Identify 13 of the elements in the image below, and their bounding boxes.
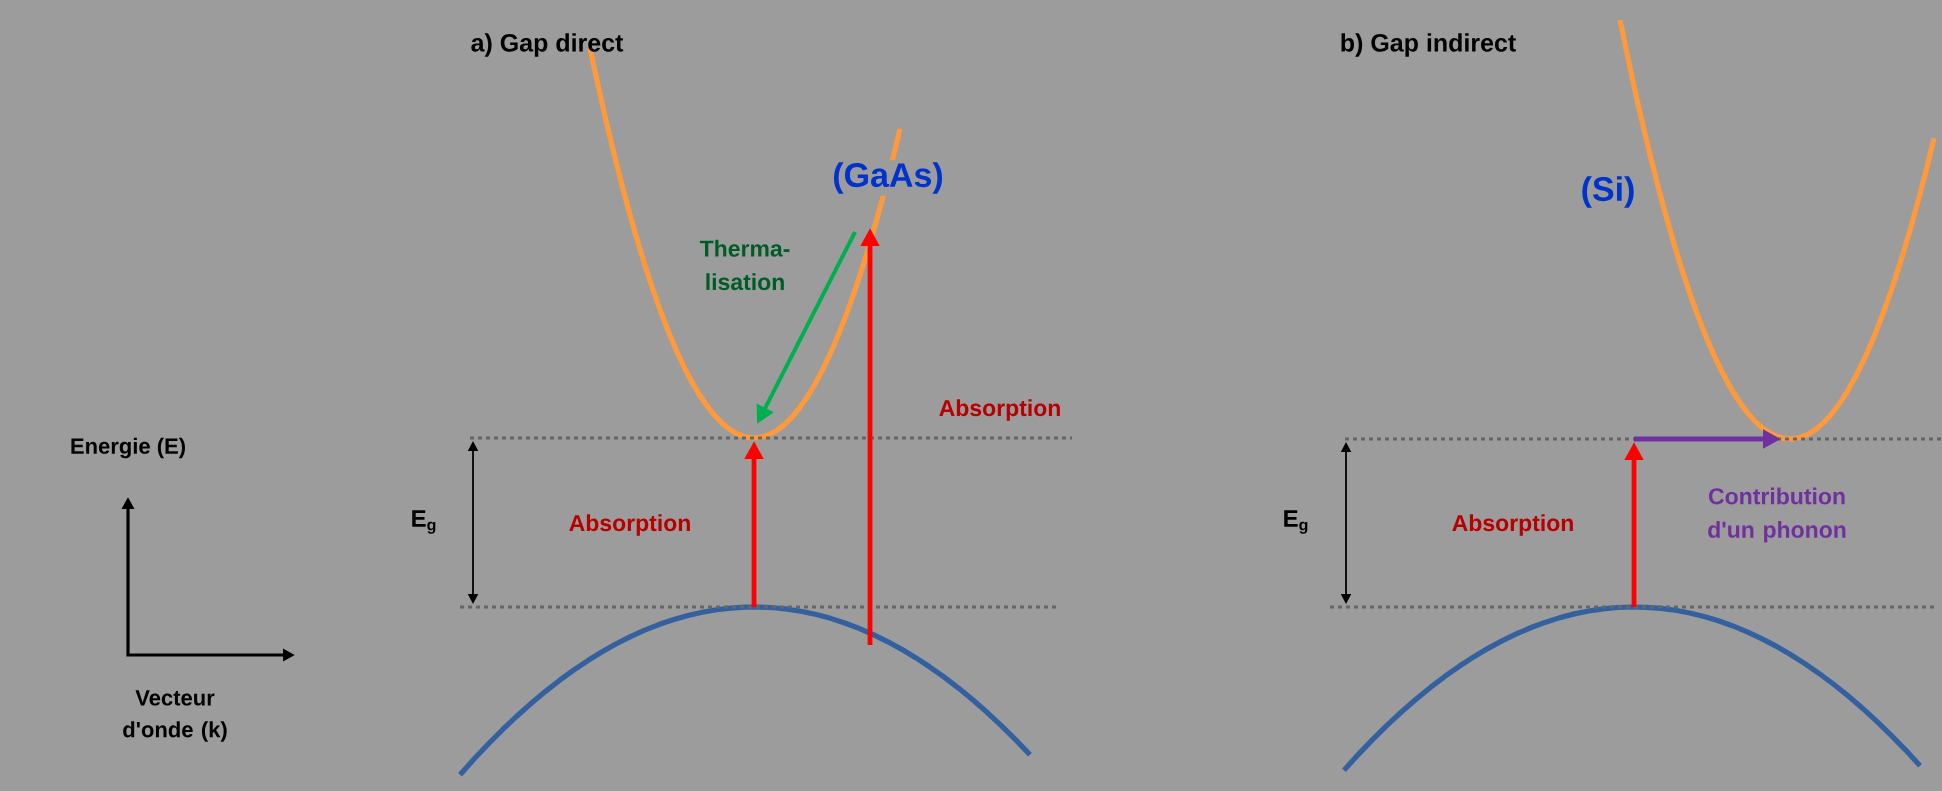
material-label: (Si) bbox=[1582, 176, 1634, 208]
process-label: Therma- lisation bbox=[699, 239, 790, 291]
process-label: Contribution d'un phonon bbox=[1708, 487, 1846, 543]
gap-label: E$_{g}$ bbox=[412, 510, 436, 534]
material-label: (GaAs) bbox=[830, 160, 946, 196]
process-label: Absorption bbox=[569, 514, 690, 536]
axis-label: Vecteur d'onde (k) bbox=[123, 690, 227, 742]
panel-title: b) Gap indirect bbox=[1341, 33, 1516, 57]
panel-title: a) Gap direct bbox=[471, 33, 624, 57]
gap-label: E$_{g}$ bbox=[1284, 510, 1308, 534]
process-label: Absorption bbox=[939, 399, 1060, 421]
process-label: Absorption bbox=[1452, 514, 1573, 536]
axis-label: Energie (E) bbox=[71, 437, 185, 459]
